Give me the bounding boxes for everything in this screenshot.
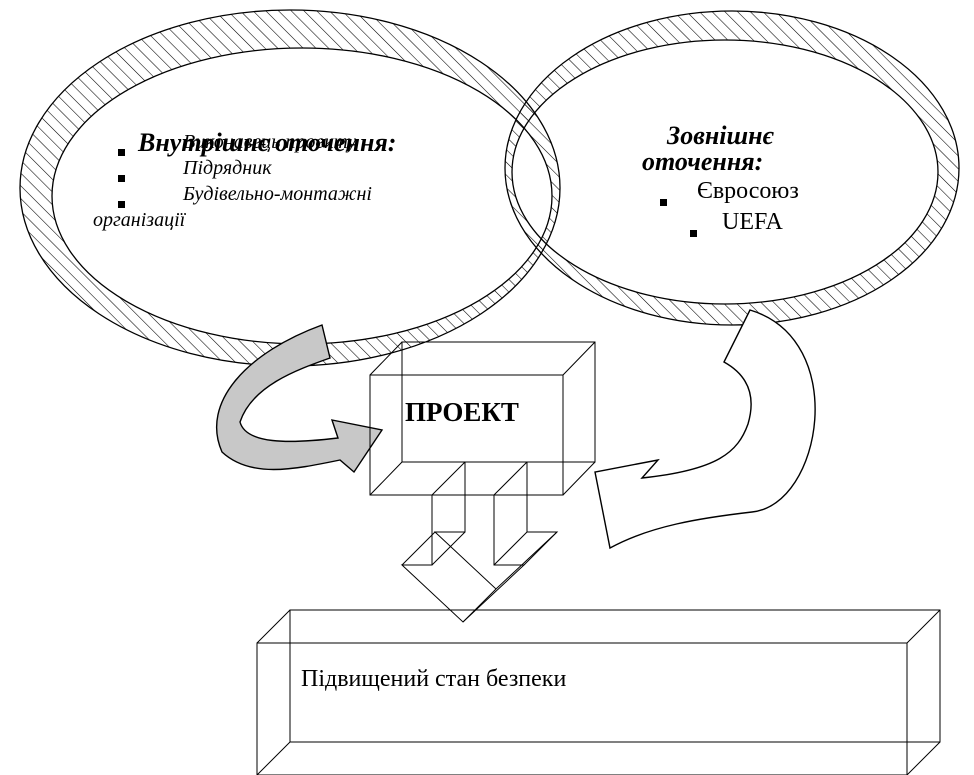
external-bullet-1 [660,188,667,215]
project-box [369,341,596,496]
internal-title: Внутрішнє оточення: [138,128,397,157]
internal-bullet-1 [118,140,125,163]
external-item-1: Євросоюз [697,178,799,204]
bullet-icon [118,148,125,156]
result-label: Підвищений стан безпеки [301,666,567,692]
result-box [256,609,941,775]
internal-influence-arrow [216,324,384,474]
external-environment-ring [504,10,960,326]
project-label: ПРОЕКТ [405,397,519,427]
external-bullet-2 [690,219,697,246]
external-influence-arrow [594,309,816,550]
bullet-icon [118,174,125,182]
external-title-line-2: оточення: [642,147,764,176]
internal-item-1: Виконавець проекту [183,131,357,153]
external-item-2: UEFA [722,209,783,235]
internal-item-3: Будівельно-монтажні [183,183,372,205]
bullet-icon [690,229,697,237]
external-title-line-1: Зовнішнє [667,121,774,150]
bullet-icon [660,198,667,206]
internal-bullet-2 [118,166,125,189]
bullet-icon [118,200,125,208]
internal-item-3-cont: організації [93,209,186,231]
result-arrow [400,461,559,623]
internal-environment-ring [19,9,561,367]
internal-bullet-3 [118,192,125,215]
internal-item-2: Підрядник [183,157,272,179]
